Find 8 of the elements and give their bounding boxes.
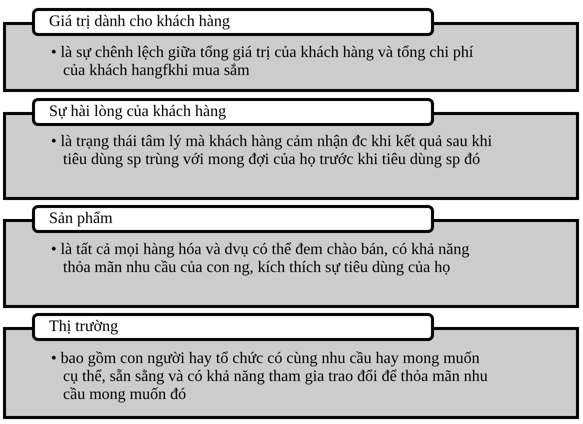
heading-tab: Sự hài lòng của khách hàng xyxy=(32,98,434,126)
heading-tab: Thị trường xyxy=(32,313,434,341)
bullet-text: • bao gồm con người hay tổ chức có cùng nhu cầu hay mong muốn cụ thể, sẵn sằng và có khả năng tham gia trao đổi để thỏa mãn nhu cầu mong muốn đó xyxy=(51,350,489,404)
heading-tab: Sản phẩm xyxy=(32,205,434,233)
bullet-text: • là sự chênh lệch giữa tổng giá trị của khách hàng và tổng chi phí của khách hangfkhi mua sắm xyxy=(51,44,474,80)
bullet-text: • là trạng thái tâm lý mà khách hàng cảm nhận đc khi kết quả sau khi tiêu dùng sp trùng với mong đợi của họ trước khi tiêu dùng sp đó xyxy=(51,133,493,169)
heading-tab: Giá trị dành cho khách hàng xyxy=(32,8,434,36)
bullet-text: • là tất cả mọi hàng hóa và dvụ có thể đem chào bán, có khả năng thỏa mãn nhu cầu của con ng, kích thích sự tiêu dùng của họ xyxy=(51,241,470,277)
